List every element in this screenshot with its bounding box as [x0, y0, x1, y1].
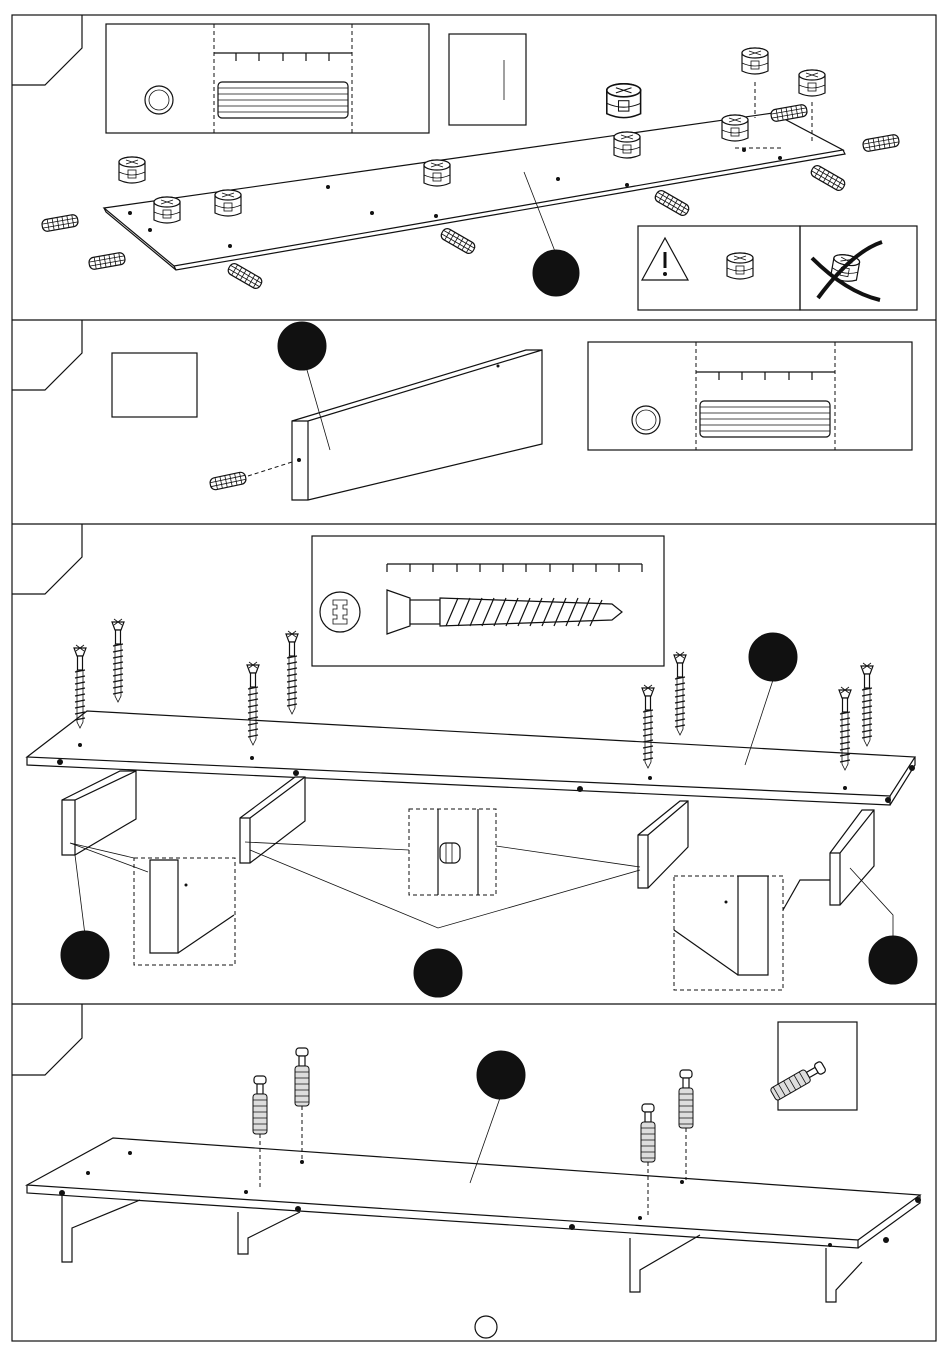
panel-4: [27, 1022, 921, 1338]
step-tab-3: [12, 524, 82, 594]
part-callout: [869, 936, 917, 984]
step-tab-1: [12, 15, 82, 85]
warning-icon: [638, 226, 800, 310]
top-board: [27, 711, 915, 796]
step-tab-2: [12, 320, 82, 390]
screw-detail: [312, 536, 664, 666]
part-callout: [749, 633, 797, 681]
page-number-circle: [475, 1316, 497, 1338]
part-callout: [278, 322, 326, 370]
panel-3: [27, 536, 917, 997]
leg-panel: [830, 810, 874, 905]
side-panel: [292, 350, 542, 500]
leg-panel: [62, 771, 136, 855]
part-callout: [533, 250, 579, 296]
panel-2: [112, 322, 912, 500]
phillips-head-icon: [320, 592, 360, 632]
top-board: [27, 1138, 920, 1240]
cam-bolt-detail: [770, 1022, 857, 1110]
cam-lock-detail: [449, 34, 641, 125]
cam-lock-wrong-orientation: [800, 226, 917, 310]
dowel-detail: [588, 342, 912, 450]
part-callout: [61, 931, 109, 979]
panel-1: [41, 24, 917, 310]
part-count-box: [112, 353, 197, 417]
dowel-detail: [106, 24, 429, 133]
step-tab-4: [12, 1004, 82, 1075]
leg-panel: [638, 801, 688, 888]
part-callout: [477, 1051, 525, 1099]
part-callout: [414, 949, 462, 997]
